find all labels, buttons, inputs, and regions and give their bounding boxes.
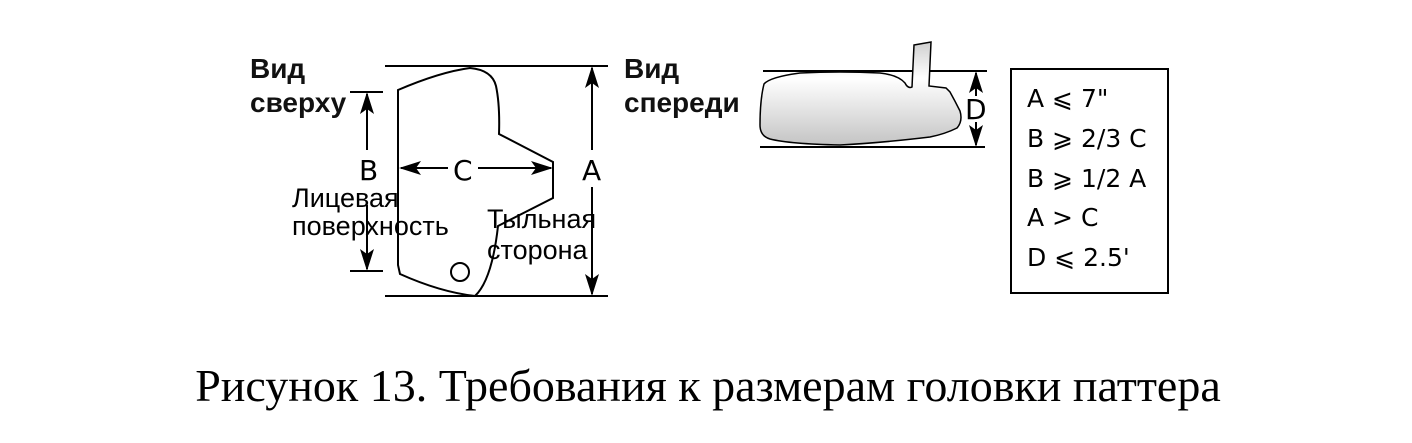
face-label-1: Лицевая [292,183,399,213]
top-view-title-2: сверху [250,87,347,118]
rule-d-max: D ⩽ 2.5' [1027,243,1130,272]
figure-caption: Рисунок 13. Требования к размерам головк… [195,360,1221,411]
requirements-box: A ⩽ 7" B ⩾ 2/3 C B ⩾ 1/2 A A > C D ⩽ 2.5… [1010,68,1169,294]
front-view-title-1: Вид [624,53,679,84]
dimension-b-label: B [359,154,378,187]
dimension-d-label: D [965,93,987,126]
rule-b-vs-a: B ⩾ 1/2 A [1027,164,1146,193]
putter-head-top-outline [397,66,554,298]
front-view: Вид спереди D [624,41,987,148]
back-label-1: Тыльная [487,204,596,234]
back-label-2: сторона [487,235,589,265]
face-label-2: поверхность [292,211,449,241]
top-view-title-1: Вид [250,53,305,84]
rule-b-vs-c: B ⩾ 2/3 C [1027,124,1147,153]
dimension-c-label: C [453,154,473,187]
rule-a-gt-c: A > C [1027,203,1098,232]
putter-head-front-shape [759,41,962,146]
rule-a-max: A ⩽ 7" [1027,84,1108,113]
dimension-a-label: A [582,154,601,187]
sight-dot [450,262,470,282]
top-view: Вид сверху B C A Лицевая поверхность Тыл… [250,53,608,298]
front-view-title-2: спереди [624,87,740,118]
